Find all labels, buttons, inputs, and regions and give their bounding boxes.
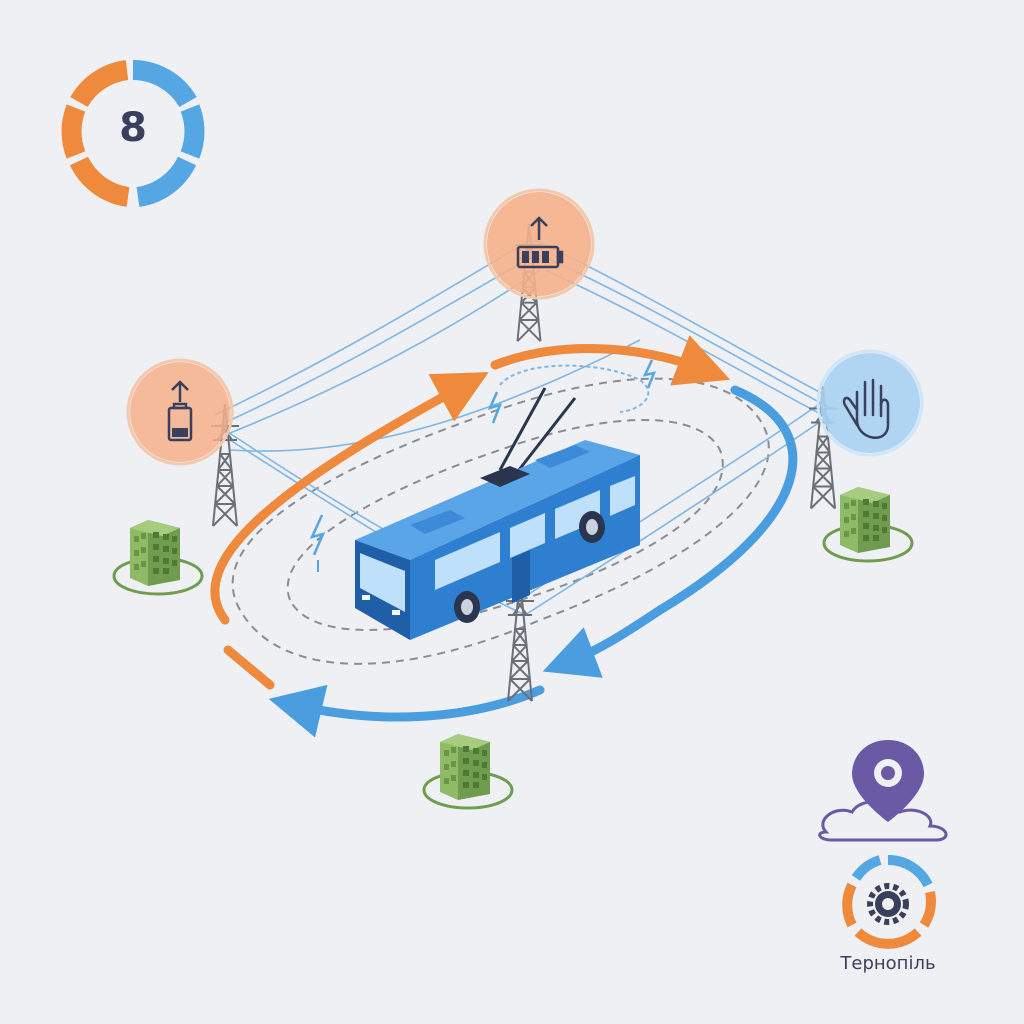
building-right (822, 485, 914, 563)
cloud-icon (818, 800, 948, 842)
trolleybus (355, 387, 640, 640)
location-pin-cloud (818, 740, 948, 842)
node-right (816, 349, 924, 457)
hand-stop-icon (842, 378, 890, 439)
battery-charging-icon (516, 216, 564, 269)
badge-ring (61, 60, 205, 207)
badge-number: 8 (119, 105, 147, 151)
blue-flow-arrows (268, 385, 798, 738)
map-pin-icon (852, 740, 924, 822)
energy-accents (309, 359, 657, 572)
building-left (112, 518, 204, 596)
building-bottom (422, 732, 514, 810)
gear-ring (842, 854, 936, 949)
node-left (126, 358, 234, 466)
orange-flow-arrows (210, 335, 731, 690)
dashed-route-track (231, 377, 770, 665)
city-label: Тернопіль (840, 953, 936, 974)
gear-icon (867, 883, 909, 925)
battery-charging-icon (167, 380, 193, 442)
node-top (483, 188, 595, 300)
